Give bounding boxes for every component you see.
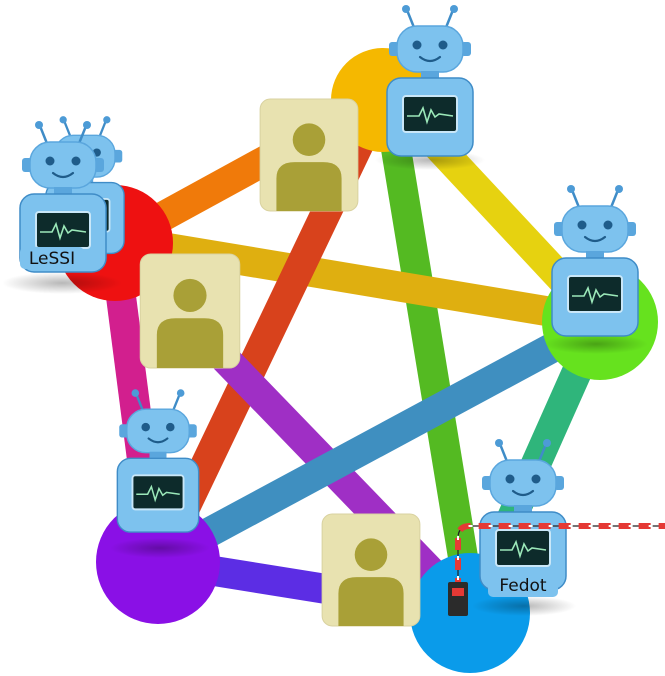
person-icon <box>139 253 241 369</box>
barrier-gate-icon <box>448 523 665 616</box>
fedot-label-bg <box>488 573 558 597</box>
robots <box>2 3 648 616</box>
link-bottomleft-right <box>150 308 608 574</box>
person-icon <box>321 513 421 627</box>
robot-icon <box>550 183 640 338</box>
lessi-label: LeSSI <box>29 249 75 269</box>
robot-icon <box>385 3 475 158</box>
link-top-bottom <box>373 97 487 615</box>
link-left-right <box>117 225 603 335</box>
person-icon <box>259 98 359 212</box>
fedot-label: Fedot <box>499 576 546 596</box>
labels: LeSSI Fedot <box>20 247 558 597</box>
lessi-label-bg <box>20 247 84 269</box>
